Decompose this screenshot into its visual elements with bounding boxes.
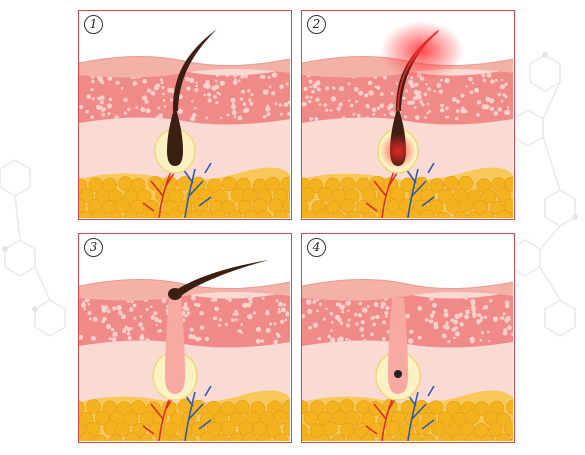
detached-hair-root [168,288,182,300]
papillary-dermis-band [302,66,513,125]
hair-shaft [173,29,217,111]
vein-vessels [405,162,435,218]
empty-follicle [388,298,408,394]
empty-follicle [165,298,185,394]
skin-cross-section-illustration [79,260,290,441]
vein-vessels [182,162,212,218]
papillary-dermis-band [302,289,513,348]
skin-surface-line [79,278,290,290]
fat-cells [302,175,513,218]
dermis-cell-dots [302,72,511,121]
step-number-badge: 2 [307,15,326,34]
step-3-panel: 3 [78,233,292,443]
step-2-panel: 2 [301,10,515,220]
artery-vessels [142,170,176,218]
dermis-cell-dots [79,72,290,122]
vein-vessels [182,385,212,441]
artery-vessels [142,393,176,441]
vein-vessels [405,385,435,441]
skin-cross-section-illustration [302,278,513,441]
fat-cells [79,176,290,218]
laser-glow [380,21,464,81]
laser-heat-bulb [380,133,416,169]
artery-vessels [365,393,399,441]
papillary-dermis-band [79,66,290,125]
skin-surface-line [302,278,513,290]
hair-bulb [167,106,183,166]
artery-vessels [365,170,399,218]
step-number-badge: 3 [84,238,103,257]
step-number-badge: 4 [307,238,326,257]
skin-surface-line [79,55,290,67]
papillary-dermis-band [79,289,290,348]
laser-beam [397,30,439,112]
step-number-badge: 1 [84,15,103,34]
skin-cross-section-illustration [79,29,290,218]
destroyed-bulb-residue [394,370,402,378]
epidermis-layer [302,279,513,301]
fat-cells [79,398,290,441]
skin-cross-section-illustration [302,21,513,218]
step-1-panel: 1 [78,10,292,220]
step-4-panel: 4 [301,233,515,443]
